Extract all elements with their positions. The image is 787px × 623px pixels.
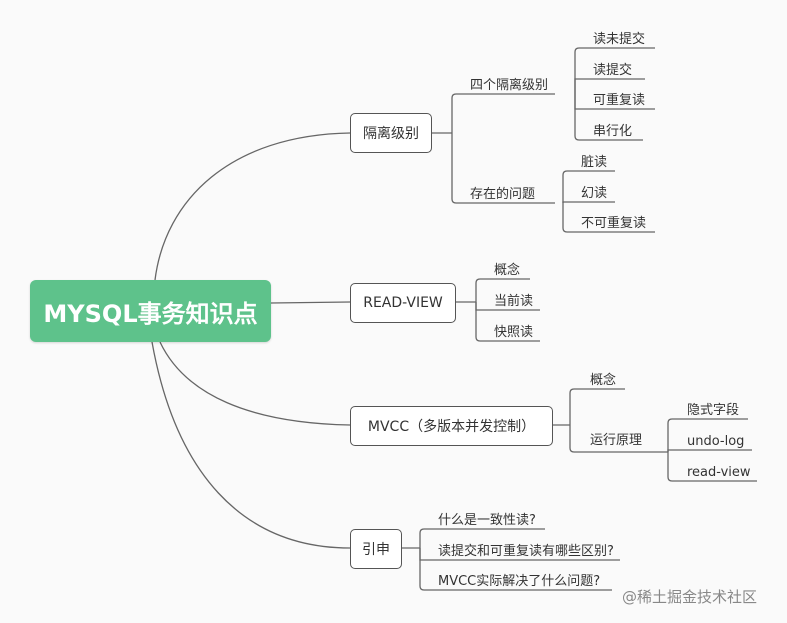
label-phantom-read[interactable]: 幻读 — [581, 186, 608, 201]
line-four-levels — [451, 93, 555, 133]
line-undo-log — [667, 449, 752, 452]
line-serializable — [574, 94, 643, 141]
line-mvcc-principle — [569, 425, 668, 453]
node-isolation-levels[interactable]: 隔离级别 — [350, 113, 432, 153]
line-rv-snapshot — [475, 302, 540, 342]
label-mvcc-solves[interactable]: MVCC实际解决了什么问题? — [438, 574, 601, 589]
label-rv-concept[interactable]: 概念 — [494, 263, 521, 278]
node-read-view[interactable]: READ-VIEW — [350, 283, 456, 323]
label-dirty-read[interactable]: 脏读 — [581, 155, 608, 170]
line-phantom-read — [562, 201, 615, 203]
line-mvcc-concept — [569, 388, 625, 425]
node-mvcc[interactable]: MVCC（多版本并发控制） — [350, 406, 553, 446]
line-problems — [451, 133, 555, 204]
label-rv-snapshot-read[interactable]: 快照读 — [494, 325, 534, 340]
label-rv-current-read[interactable]: 当前读 — [494, 294, 534, 309]
label-serializable[interactable]: 串行化 — [593, 124, 633, 139]
curve-root-mvcc — [159, 341, 351, 426]
label-rc-vs-rr[interactable]: 读提交和可重复读有哪些区别? — [438, 544, 614, 559]
label-consistent-read[interactable]: 什么是一致性读? — [438, 513, 536, 528]
curve-root-isolation — [154, 132, 351, 281]
curve-root-readview — [270, 301, 351, 304]
label-read-committed[interactable]: 读提交 — [593, 63, 633, 78]
line-hidden-fields — [667, 418, 748, 452]
line-nonrepeatable-read — [562, 203, 655, 233]
label-read-view-item[interactable]: read-view — [687, 465, 751, 480]
label-problems[interactable]: 存在的问题 — [470, 187, 536, 202]
curve-root-extension — [151, 341, 351, 549]
root-node[interactable]: MYSQL事务知识点 — [30, 280, 271, 342]
line-dirty-read — [562, 170, 615, 203]
label-mvcc-principle[interactable]: 运行原理 — [590, 433, 643, 448]
line-read-uncommitted — [574, 47, 655, 94]
line-read-view — [667, 452, 757, 482]
label-undo-log[interactable]: undo-log — [687, 434, 745, 449]
node-extension[interactable]: 引申 — [350, 529, 402, 569]
label-four-levels[interactable]: 四个隔离级别 — [470, 78, 549, 93]
line-consistent-read — [419, 528, 545, 548]
label-repeatable-read[interactable]: 可重复读 — [593, 93, 646, 108]
line-rv-concept — [475, 278, 530, 302]
label-nonrepeatable-read[interactable]: 不可重复读 — [581, 216, 647, 231]
watermark: @稀土掘金技术社区 — [622, 588, 758, 606]
label-read-uncommitted[interactable]: 读未提交 — [593, 32, 646, 47]
label-hidden-fields[interactable]: 隐式字段 — [687, 403, 740, 418]
label-mvcc-concept[interactable]: 概念 — [590, 373, 617, 388]
line-mvcc-solves — [419, 548, 612, 591]
line-read-committed — [574, 78, 645, 94]
